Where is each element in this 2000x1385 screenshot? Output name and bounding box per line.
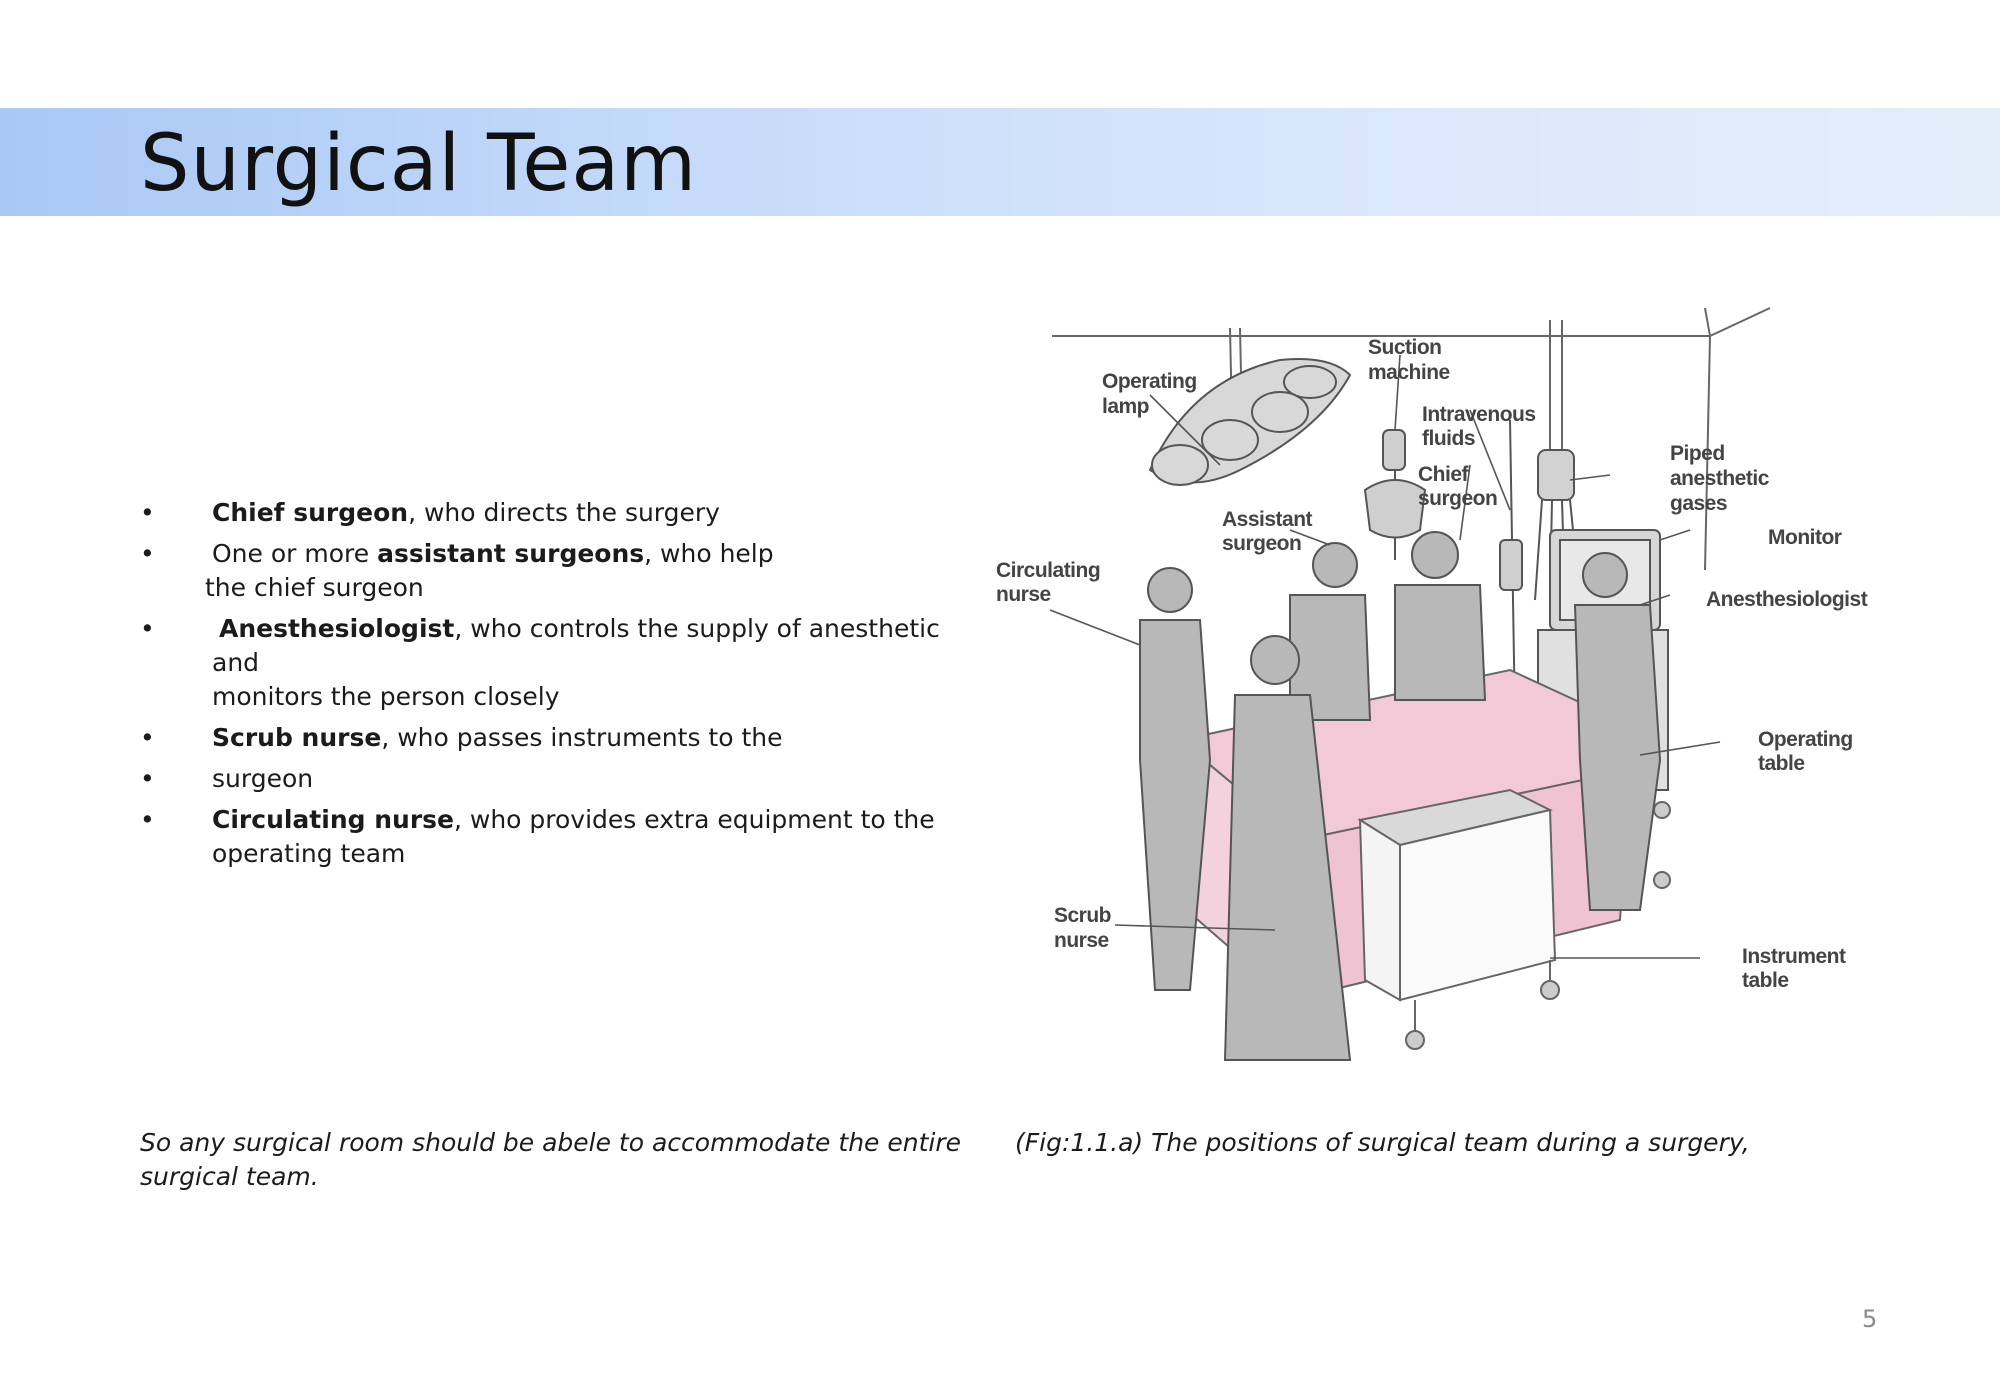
label-monitor: Monitor <box>1768 526 1842 549</box>
label-operating-lamp: lamp <box>1102 395 1149 418</box>
bullet-dot: • <box>140 539 155 568</box>
bullet-dot: • <box>140 498 155 527</box>
label-operating-lamp: Operating <box>1102 370 1197 393</box>
bullet-dot: • <box>140 764 155 793</box>
bullet-scrub-nurse: • Scrub nurse, who passes instruments to… <box>140 721 990 755</box>
label-suction-machine: Suction <box>1368 336 1442 359</box>
bullet-bold: Anesthesiologist <box>219 614 455 643</box>
page-number: 5 <box>1862 1305 1878 1333</box>
bullet-list: • Chief surgeon, who directs the surgery… <box>140 496 990 878</box>
bullet-dot: • <box>140 805 155 834</box>
bullet-text: , who directs the surgery <box>408 498 720 527</box>
instrument-table-icon <box>1357 788 1560 1050</box>
bullet-text: , who help <box>644 539 774 568</box>
bullet-dot: • <box>140 614 155 643</box>
label-instrument-table: table <box>1742 969 1789 992</box>
label-assistant-surgeon: Assistant <box>1222 508 1313 531</box>
label-circulating-nurse: nurse <box>996 583 1051 606</box>
label-operating-table: table <box>1758 752 1805 775</box>
bullet-text: , who controls the supply of anesthetic … <box>212 614 940 677</box>
label-chief-surgeon: Chief <box>1418 463 1470 486</box>
bullet-continuation: monitors the person closely <box>212 682 560 711</box>
label-intravenous-fluids: Intravenous <box>1422 403 1536 426</box>
label-scrub-nurse: nurse <box>1054 929 1109 952</box>
bullet-bold: Scrub nurse <box>212 723 382 752</box>
bullet-bold: assistant surgeons <box>377 539 645 568</box>
label-piped-anesthetic-gases: Piped <box>1670 442 1725 465</box>
label-piped-anesthetic-gases: anesthetic <box>1670 467 1770 490</box>
label-suction-machine: machine <box>1368 361 1450 384</box>
bullet-bold: Chief surgeon <box>212 498 409 527</box>
bullet-assistant-surgeons: • One or more assistant surgeons, who he… <box>140 537 990 605</box>
title-band <box>0 108 2000 216</box>
bullet-text: , who provides extra equipment to the <box>453 805 935 834</box>
bullet-circulating-nurse: • Circulating nurse, who provides extra … <box>140 803 990 871</box>
footnote-line: So any surgical room should be abele to … <box>140 1128 961 1157</box>
figure-caption: (Fig:1.1.a) The positions of surgical te… <box>1015 1128 1750 1157</box>
bullet-dot: • <box>140 723 155 752</box>
bullet-text: surgeon <box>212 764 314 793</box>
bullet-continuation: operating team <box>212 839 406 868</box>
surgical-team-illustration: Operating lamp Suction machine Intraveno… <box>990 300 1890 1070</box>
operating-lamp-icon <box>1148 358 1352 486</box>
label-intravenous-fluids: fluids <box>1422 427 1475 450</box>
slide-title: Surgical Team <box>140 119 698 209</box>
bullet-text: , who passes instruments to the <box>381 723 783 752</box>
bullet-text: One or more <box>212 539 378 568</box>
label-anesthesiologist: Anesthesiologist <box>1706 588 1868 611</box>
label-instrument-table: Instrument <box>1742 945 1846 968</box>
bullet-continuation: the chief surgeon <box>205 573 424 602</box>
label-chief-surgeon: surgeon <box>1418 487 1497 510</box>
label-operating-table: Operating <box>1758 728 1853 751</box>
label-assistant-surgeon: surgeon <box>1222 532 1301 555</box>
bullet-chief-surgeon: • Chief surgeon, who directs the surgery <box>140 496 990 530</box>
footnote-line: surgical team. <box>140 1162 319 1191</box>
footnote: So any surgical room should be abele to … <box>140 1126 990 1194</box>
bullet-bold: Circulating nurse <box>212 805 454 834</box>
bullet-surgeon: • surgeon <box>140 762 990 796</box>
label-circulating-nurse: Circulating <box>996 559 1100 582</box>
label-piped-anesthetic-gases: gases <box>1670 492 1727 515</box>
label-scrub-nurse: Scrub <box>1054 904 1111 927</box>
bullet-anesthesiologist: • Anesthesiologist, who controls the sup… <box>140 612 990 714</box>
